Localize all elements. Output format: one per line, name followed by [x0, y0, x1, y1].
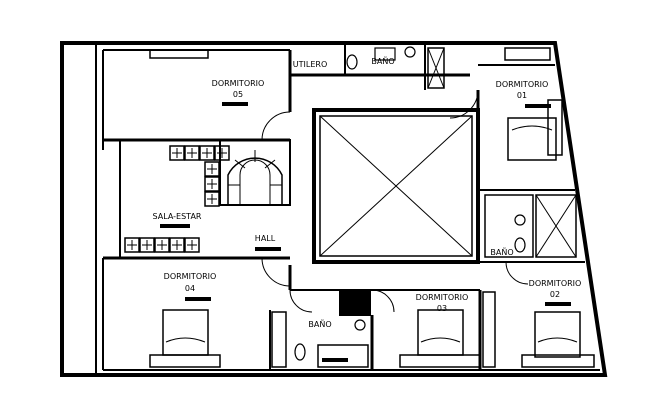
cushion-mark — [217, 148, 227, 158]
room-label-bano-bottom: BAÑO — [308, 319, 331, 329]
closet-cross — [427, 47, 445, 89]
stair-curve — [239, 159, 271, 205]
door-swing — [449, 89, 479, 119]
light-well-inner — [319, 115, 473, 257]
headboard — [399, 354, 481, 368]
shaft — [339, 289, 371, 316]
room-label-hall: HALL — [255, 234, 276, 243]
level-marker — [322, 358, 348, 362]
room-number-dormitorio-05: 05 — [233, 90, 243, 99]
level-marker — [255, 247, 281, 251]
cushion-mark — [207, 194, 217, 204]
cushion — [139, 237, 155, 253]
cushion — [199, 145, 215, 161]
room-label-dormitorio-04: DORMITORIO — [164, 272, 217, 281]
room-number-dormitorio-03: 03 — [437, 304, 447, 313]
level-marker — [545, 302, 571, 306]
toilet-icon — [346, 54, 358, 70]
cushion-mark — [187, 240, 197, 250]
stair-step — [234, 159, 246, 169]
window — [504, 47, 551, 61]
window — [149, 49, 209, 59]
stair-block — [219, 139, 291, 206]
door-swing — [289, 289, 313, 313]
bed-icon — [507, 117, 557, 161]
room-number-dormitorio-01: 01 — [517, 91, 527, 100]
cushion — [214, 145, 230, 161]
cushion — [184, 145, 200, 161]
door-swing — [371, 289, 395, 313]
room-label-dormitorio-05: DORMITORIO — [212, 79, 265, 88]
cushion — [169, 145, 185, 161]
closet — [482, 291, 496, 368]
bed-sheet — [165, 337, 206, 343]
room-label-utilero: UTILERO — [293, 60, 327, 69]
toilet-icon — [514, 237, 526, 253]
cushion — [169, 237, 185, 253]
room-label-dormitorio-03: DORMITORIO — [416, 293, 469, 302]
headboard — [521, 354, 595, 368]
level-marker — [525, 104, 551, 108]
nightstand — [547, 99, 563, 156]
closet — [271, 311, 287, 368]
cushion-mark — [207, 164, 217, 174]
bed-icon — [534, 311, 581, 358]
closet — [427, 47, 445, 89]
cushion-mark — [207, 179, 217, 189]
cushion-mark — [172, 148, 182, 158]
room-label-dormitorio-02: DORMITORIO — [529, 279, 582, 288]
level-marker — [222, 102, 248, 106]
door-swing — [261, 111, 291, 141]
bed-sheet — [511, 125, 553, 131]
headboard — [149, 354, 221, 368]
cushion-mark — [142, 240, 152, 250]
level-marker — [185, 297, 211, 301]
sofa-side — [204, 161, 220, 207]
room-label-bano-top: BAÑO — [371, 56, 394, 66]
cushion-mark — [202, 148, 212, 158]
closet-cross — [535, 194, 577, 258]
plan-linework — [60, 41, 608, 377]
bed-sheet — [420, 337, 461, 343]
door-swing — [505, 261, 529, 285]
bathtub-icon — [317, 344, 369, 368]
room-label-dormitorio-01: DORMITORIO — [496, 80, 549, 89]
cushion — [124, 237, 140, 253]
sink-icon — [514, 214, 526, 226]
cushion — [184, 237, 200, 253]
bed-icon — [417, 309, 464, 356]
cushion-mark — [172, 240, 182, 250]
sink-icon — [374, 47, 396, 61]
cushion — [204, 161, 220, 177]
stair-step — [264, 159, 276, 169]
cushion-mark — [157, 240, 167, 250]
room-label-bano-right: BAÑO — [490, 247, 513, 257]
stair-curve — [227, 157, 283, 205]
cushion-mark — [187, 148, 197, 158]
door-swing — [261, 257, 291, 287]
toilet-icon — [294, 343, 306, 361]
room-number-dormitorio-02: 02 — [550, 290, 560, 299]
cushion — [204, 176, 220, 192]
level-marker — [160, 224, 190, 228]
cushion — [154, 237, 170, 253]
sofa-top — [169, 145, 230, 161]
closet — [535, 194, 577, 258]
room-label-sala-estar: SALA-ESTAR — [153, 212, 202, 221]
cushion-mark — [127, 240, 137, 250]
bathroom-box — [484, 194, 534, 258]
cushion — [204, 191, 220, 207]
toilet-icon — [404, 46, 416, 58]
bed-icon — [162, 309, 209, 356]
sofa-bottom — [124, 237, 200, 253]
bed-sheet — [537, 337, 578, 343]
void-diagonal — [319, 115, 473, 257]
sink-icon — [354, 319, 366, 331]
room-number-dormitorio-04: 04 — [185, 284, 195, 293]
